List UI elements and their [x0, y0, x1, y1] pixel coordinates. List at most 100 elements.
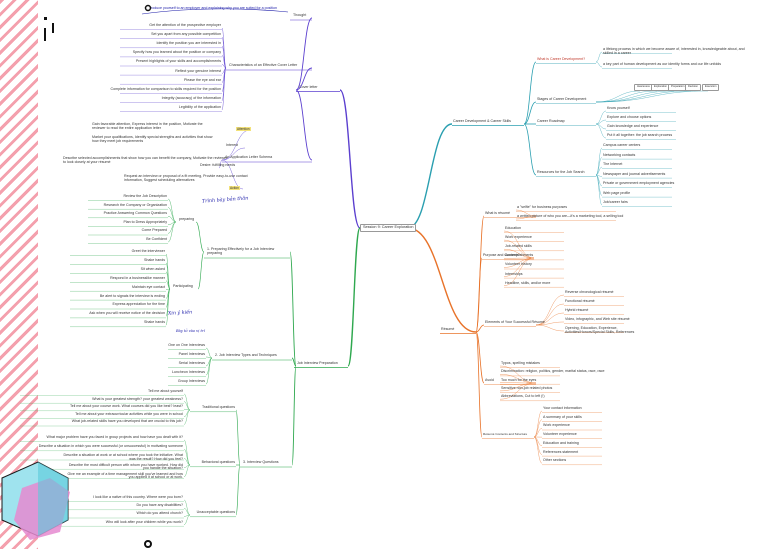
resume-item: Typos, spelling mistakes [500, 362, 541, 366]
resume-item: References statement [542, 451, 579, 455]
question-group: Behavioral questions [201, 461, 236, 465]
question-item: Tell me about your course work. What cou… [69, 405, 184, 409]
branch-career-development: Career Development & Career Skills [452, 120, 512, 124]
question-item: Describe a situation in which you were s… [38, 445, 184, 449]
resume-item: a "selfie" for business purposes [516, 206, 568, 210]
resume-item: Volunteer experience [542, 433, 578, 437]
characteristic-item: Integrity (accuracy) of the information [161, 97, 222, 101]
characteristic-item: Complete information for comparison to s… [110, 88, 222, 92]
question-item: Describe a situation at work or at schoo… [62, 454, 184, 461]
question-item: Tell me about yourself [147, 390, 184, 394]
resume-item: a written picture of who you are—it's a … [516, 215, 624, 219]
resume-item: Education [504, 227, 522, 231]
resume-item: Internships [504, 273, 524, 277]
question-item: What major problem have you faced in gro… [46, 436, 184, 440]
career-item: a key part of human development as our i… [602, 63, 754, 67]
question-item: Describe the most difficult person with … [62, 464, 184, 471]
characteristic-item: Reflect your genuine interest [174, 70, 222, 74]
question-item: What is your greatest strength? your gre… [91, 398, 184, 402]
schema-stage-badge: Attention [236, 127, 251, 131]
career-item: Put it all together: the job search proc… [606, 134, 673, 138]
career-item: Private or government employment agencie… [602, 182, 675, 186]
resume-item: Sensitive non-job related photos [500, 387, 553, 391]
resume-item: Video, infographic, and Web site résumé [564, 318, 631, 322]
handwritten-note: Bày tỏ vào vị trí [176, 330, 205, 334]
question-item: Who will look after your children while … [105, 521, 184, 525]
characteristic-item: Please the eye and ear [183, 79, 222, 83]
participating-item: Be alert to signals the interview is end… [99, 295, 166, 299]
career-item: Networking contacts [602, 154, 636, 158]
interview-type-item: One on One Interviews [167, 344, 206, 348]
characteristic-item: Get the attention of the prospective emp… [148, 24, 222, 28]
resume-item: Discrimination: religion, politics, gend… [500, 370, 605, 374]
question-item: What job-related skills have you develop… [71, 420, 184, 424]
career-item: Decision [685, 84, 701, 91]
career-item: Awareness [634, 84, 653, 91]
interview-type-item: Serial Interviews [178, 362, 206, 366]
schema-item: Market your qualifications, Identify spe… [91, 136, 218, 143]
resume-item: Other sections [542, 459, 567, 463]
resume-item: Opening, Education, Experience, Activiti… [564, 327, 646, 334]
resume-item: A summary of your skills [542, 416, 583, 420]
topic-preparing-effectively: 1. Preparing Effectively for a Job Inter… [206, 248, 288, 255]
question-item: Tell me about your extracurricular activ… [74, 413, 184, 417]
career-item: Web page profile [602, 192, 631, 196]
career-item: Gain knowledge and experience [606, 125, 659, 129]
resume-item: Abbreviations, Cut to left (!) [500, 395, 546, 399]
question-group: Unacceptable questions [196, 511, 236, 515]
branch-cover-letter: Cover letter [298, 86, 319, 90]
root-node: Session 9: Career Exploration [360, 224, 416, 232]
topic-characteristics: Characteristics of an Effective Cover Le… [228, 64, 298, 68]
question-item: Give me an example of a time management … [62, 473, 184, 480]
interview-type-item: Group Interviews [177, 380, 206, 384]
resume-item: Too much for the eyes [500, 379, 537, 383]
resume-item: Work experience [504, 236, 533, 240]
schema-stage-badge: Action [229, 186, 240, 190]
question-item: Which do you attend church? [135, 512, 184, 516]
career-item: Campus career centers [602, 144, 641, 148]
topic-interview-questions: 3. Interview Questions [242, 461, 280, 465]
resume-topic: Avoid [484, 379, 495, 383]
career-topic: Stages of Career Development [536, 98, 587, 102]
career-item: Explore and choose options [606, 116, 652, 120]
preparing-item: Practice Answering Common Questions [103, 212, 168, 216]
resume-item: Reverse chronological résumé [564, 291, 615, 295]
resume-item: Education and training [542, 442, 580, 446]
career-item: Job/career fairs [602, 201, 629, 205]
schema-item: Request an interview or proposal of a fi… [123, 175, 250, 182]
interview-type-item: Luncheon Interviews [171, 371, 206, 375]
career-topic: Career Roadmap [536, 120, 566, 124]
career-item: Newspaper and journal advertisements [602, 173, 666, 177]
career-topic: Resources for the Job Search [536, 171, 586, 175]
resume-item: Your contact information [542, 407, 583, 411]
branch-resume: Résumé [440, 328, 455, 332]
schema-item: Gain favorable attention, Express intere… [91, 123, 218, 130]
career-item: The Internet [602, 163, 623, 167]
preparing-item: Review the Job Description [122, 195, 168, 199]
participating-item: Shake hands [143, 321, 166, 325]
resume-topic: Résumé Contents and Structure [482, 433, 528, 436]
participating-item: Express appreciation for the time [111, 303, 166, 307]
resume-topic: Elements of Your Successful Résumé [484, 321, 546, 325]
group-preparing: preparing [178, 218, 195, 222]
participating-item: Maintain eye contact [131, 286, 166, 290]
preparing-item: Be Confident [145, 238, 168, 242]
participating-item: Sit when asked [140, 268, 166, 272]
characteristic-item: Set you apart from any possible competit… [150, 33, 222, 37]
resume-item: Job-related skills [504, 245, 533, 249]
resume-topic: What is résumé [484, 212, 511, 216]
characteristic-item: Present highlights of your skills and ac… [135, 60, 222, 64]
question-item: Do you have any disabilities? [135, 504, 184, 508]
career-topic: What is Career Development? [536, 58, 586, 62]
group-participating: Participating [172, 285, 194, 289]
characteristic-item: Specify how you learned about the positi… [132, 51, 222, 55]
question-group: Traditional questions [201, 406, 236, 410]
resume-item: Work experience [542, 424, 571, 428]
preparing-item: Come Prepared [141, 229, 168, 233]
thought-text: Introduce yourself to an employer and ex… [146, 7, 278, 11]
schema-item: Describe selected accomplishments that s… [62, 157, 232, 164]
participating-item: Respond in a businesslike manner [109, 277, 166, 281]
resume-item: Accomplishments [504, 254, 534, 258]
schema-item: Desire: fulfilling needs [199, 164, 236, 168]
participating-item: Shake hands [143, 259, 166, 263]
